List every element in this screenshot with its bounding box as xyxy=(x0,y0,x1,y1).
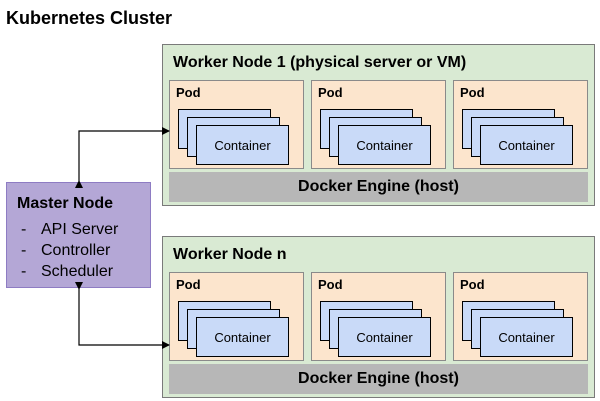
pod-label: Pod xyxy=(318,277,343,292)
worker-node-1-title: Worker Node 1 (physical server or VM) xyxy=(173,54,467,71)
arrow-master-to-worker-1 xyxy=(75,127,170,188)
container-box: Container xyxy=(480,317,573,357)
master-item-scheduler: -Scheduler xyxy=(21,263,114,280)
master-node-title: Master Node xyxy=(17,195,114,212)
master-item-api-server: -API Server xyxy=(21,221,119,238)
pod-label: Pod xyxy=(460,277,485,292)
container-box: Container xyxy=(196,317,289,357)
container-box: Container xyxy=(338,125,431,165)
docker-engine-n: Docker Engine (host) xyxy=(169,364,588,394)
master-node: Master Node -API Server -Controller -Sch… xyxy=(6,182,151,288)
container-box: Container xyxy=(480,125,573,165)
diagram-title: Kubernetes Cluster xyxy=(6,8,173,28)
pod-label: Pod xyxy=(460,85,485,100)
arrow-master-to-worker-n xyxy=(75,282,170,349)
container-box: Container xyxy=(196,125,289,165)
pod-label: Pod xyxy=(318,85,343,100)
master-item-controller: -Controller xyxy=(21,242,111,259)
worker-node-n-title: Worker Node n xyxy=(173,246,287,263)
pod-label: Pod xyxy=(176,277,201,292)
docker-engine-1: Docker Engine (host) xyxy=(169,172,588,202)
pod-label: Pod xyxy=(176,85,201,100)
master-node-components: -API Server -Controller -Scheduler xyxy=(21,219,118,282)
container-box: Container xyxy=(338,317,431,357)
